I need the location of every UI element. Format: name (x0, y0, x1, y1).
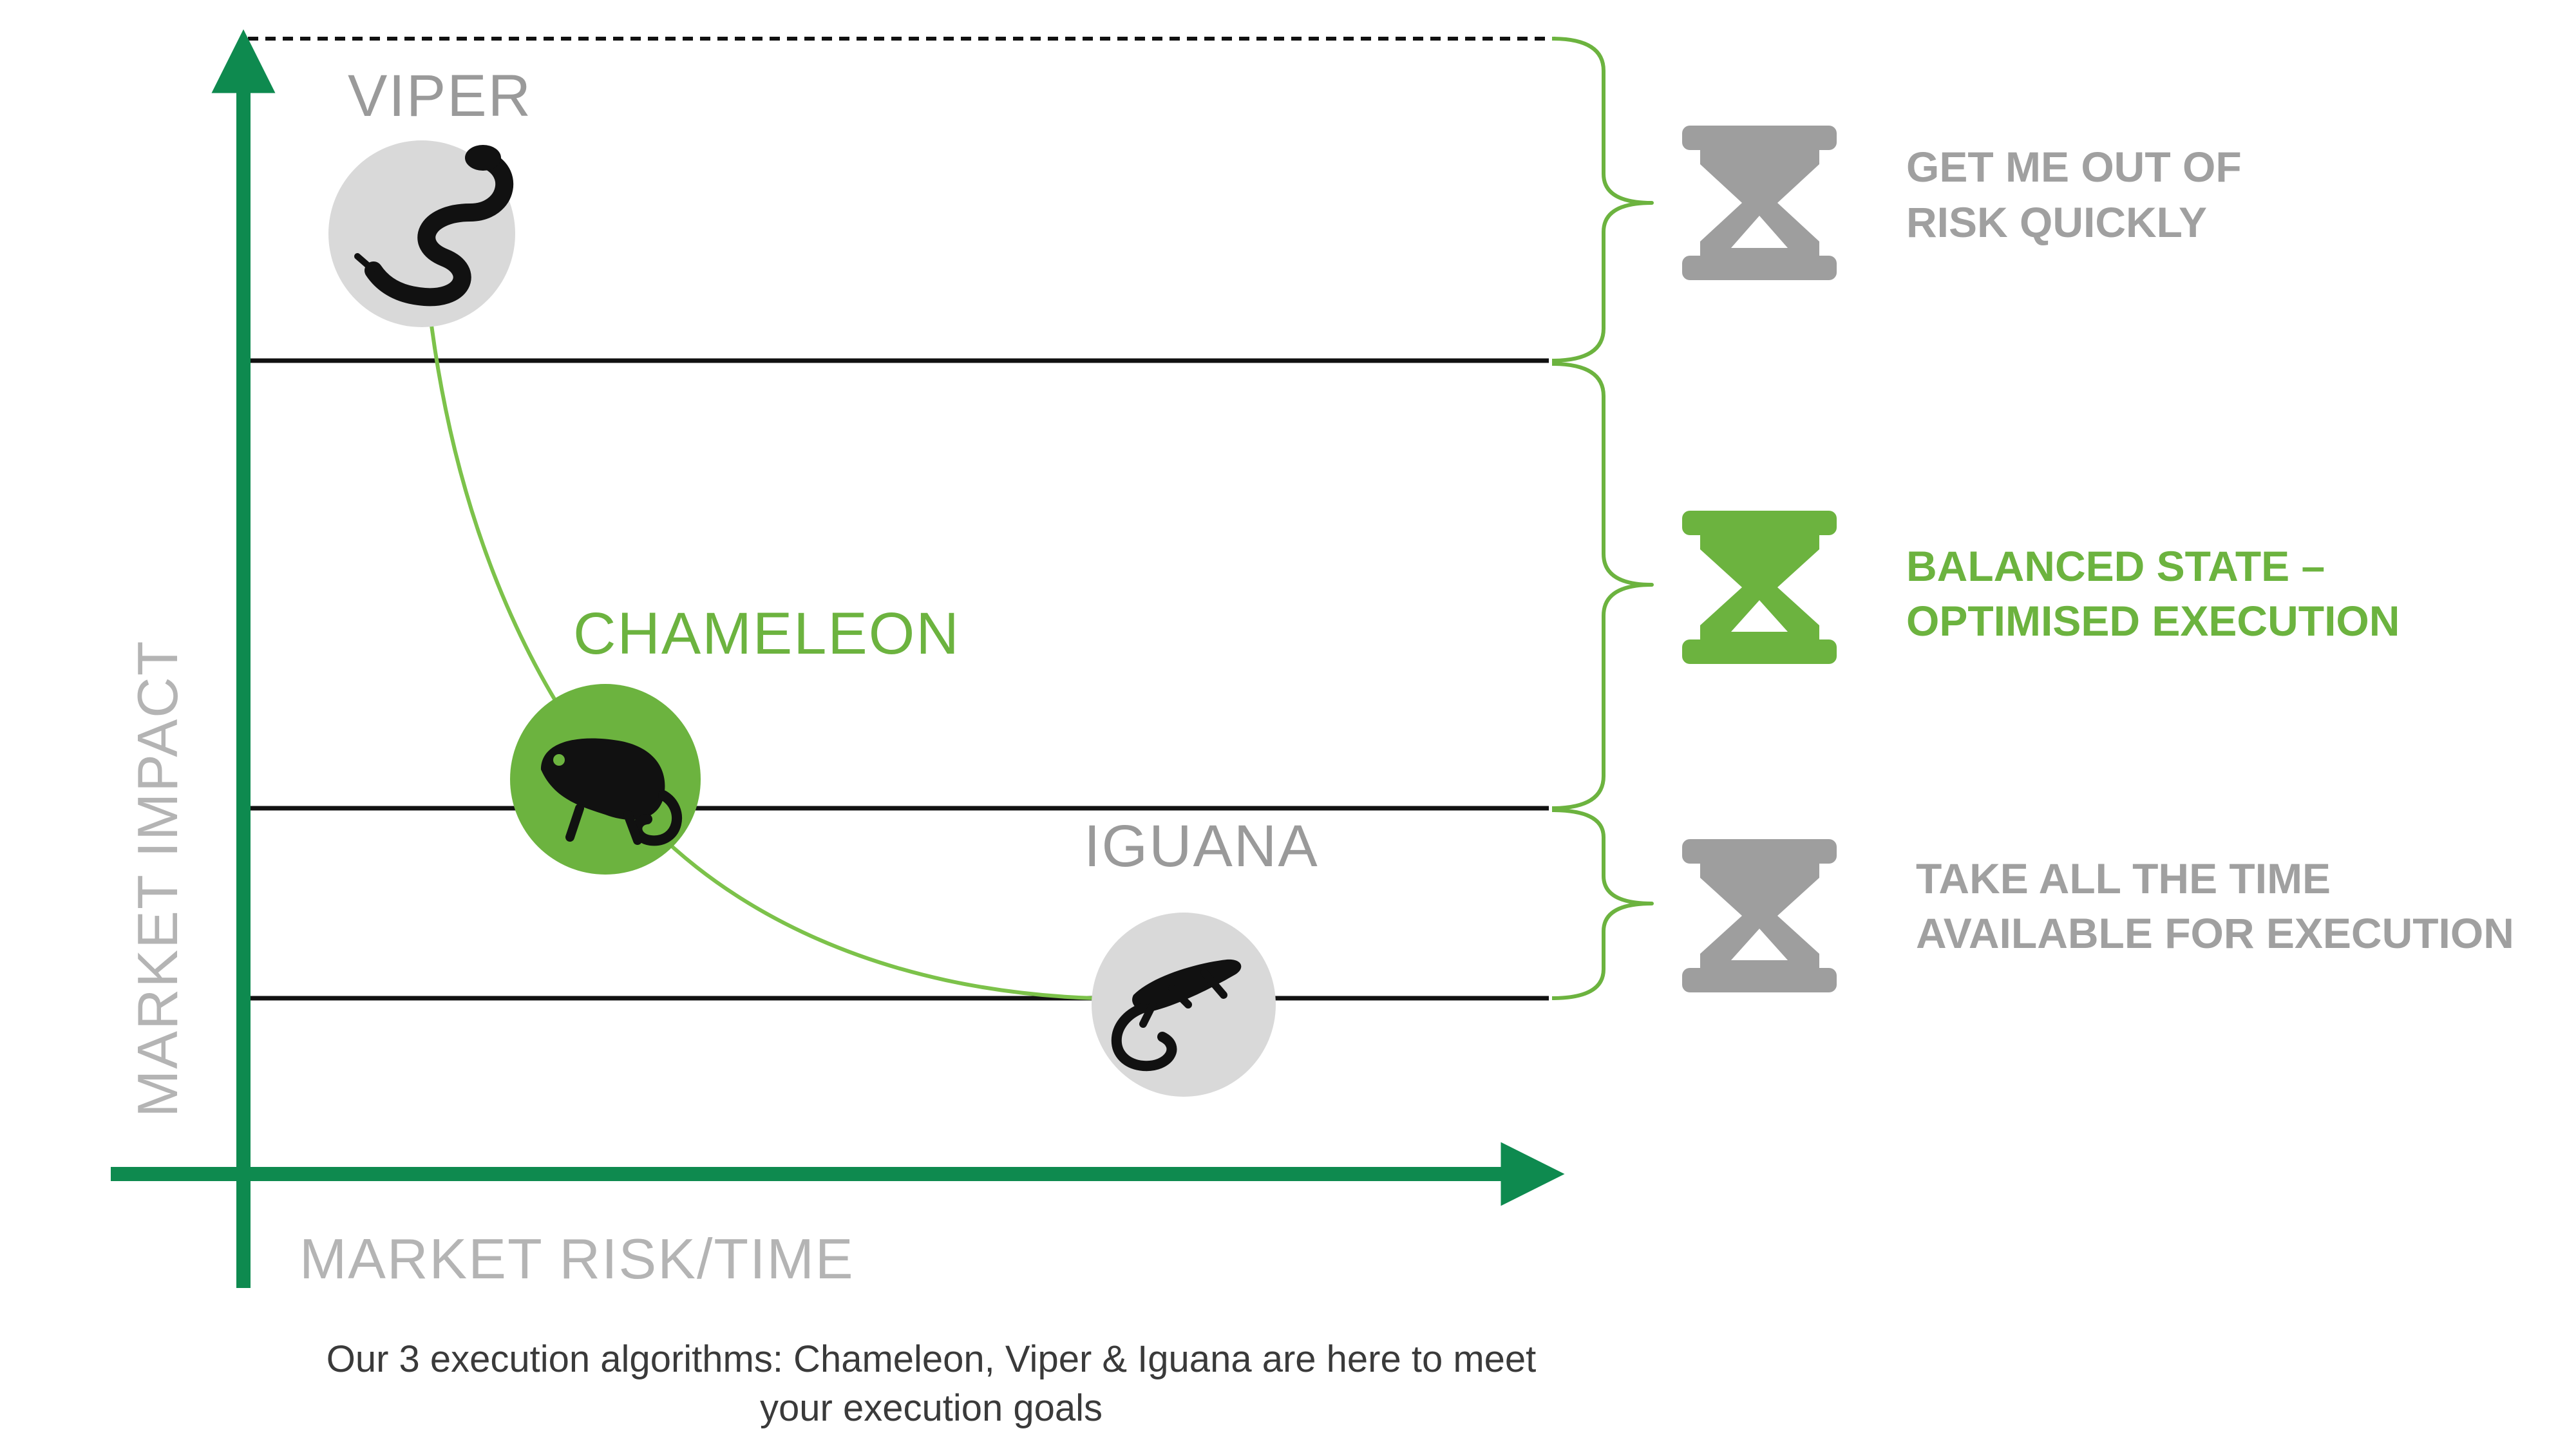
x-axis-title: MARKET RISK/TIME (299, 1227, 855, 1291)
goal-balanced-line1: BALANCED STATE – (1906, 542, 2325, 590)
goal-patient: TAKE ALL THE TIME AVAILABLE FOR EXECUTIO… (1916, 855, 2514, 957)
axes (111, 29, 1565, 1288)
iguana-icon (1111, 959, 1242, 1072)
snake-icon (354, 145, 514, 307)
goal-patient-line2: AVAILABLE FOR EXECUTION (1916, 909, 2514, 957)
goal-balanced: BALANCED STATE – OPTIMISED EXECUTION (1906, 542, 2400, 645)
chameleon-icon (541, 738, 683, 846)
caption: Our 3 execution algorithms: Chameleon, V… (327, 1338, 1537, 1429)
algorithm-iguana: IGUANA (1084, 813, 1319, 1097)
algorithm-viper: VIPER (328, 63, 532, 327)
brace-middle (1551, 362, 1654, 810)
hourglass-icon (1682, 511, 1837, 664)
goal-quick: GET ME OUT OF RISK QUICKLY (1906, 143, 2242, 246)
hourglass-icon (1682, 126, 1837, 280)
goal-patient-line1: TAKE ALL THE TIME (1916, 855, 2331, 902)
algorithm-label-chameleon: CHAMELEON (573, 601, 960, 667)
goal-quick-line1: GET ME OUT OF (1906, 143, 2242, 191)
goal-quick-line2: RISK QUICKLY (1906, 198, 2207, 246)
braces (1551, 37, 1654, 1000)
hourglass-icon (1682, 839, 1837, 992)
caption-line1: Our 3 execution algorithms: Chameleon, V… (327, 1338, 1537, 1380)
algorithm-label-viper: VIPER (348, 63, 532, 129)
goal-balanced-line2: OPTIMISED EXECUTION (1906, 597, 2400, 645)
y-axis-title: MARKET IMPACT (126, 640, 189, 1117)
brace-bottom (1551, 808, 1654, 1000)
algorithm-label-iguana: IGUANA (1084, 813, 1319, 879)
band-lines (243, 37, 1555, 1001)
brace-top (1551, 37, 1654, 363)
caption-line2: your execution goals (760, 1387, 1103, 1429)
algorithm-chameleon: CHAMELEON (510, 601, 960, 875)
